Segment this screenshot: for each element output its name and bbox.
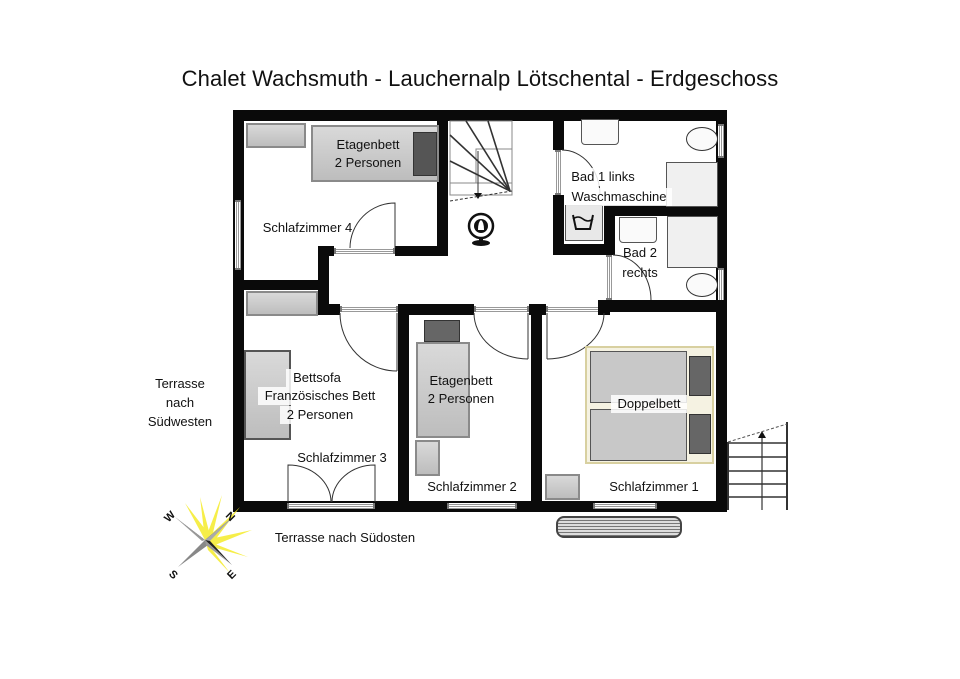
exterior-staircase [727,422,788,510]
bad2-toilet [686,273,718,297]
window-bad2-right [718,268,724,302]
sz2-pillow [424,320,460,342]
sz3-bed-line1: Bettsofa [286,369,348,387]
bad2-shower [667,216,718,268]
wall-bad-washer-bottom [553,244,615,255]
window-sz4-left [235,200,241,270]
wall-corridor-left [318,246,329,306]
wall-bad-mid [604,205,727,216]
terrace-se-label: Terrasse nach Südosten [274,530,416,545]
sz1-bed-label: Doppelbett [611,395,687,413]
plan-title: Chalet Wachsmuth - Lauchernalp Lötschent… [181,66,779,91]
terrace-sw-line1: Terrasse [155,376,205,391]
door-swing-sz4 [349,202,396,249]
window-sz2-bottom [447,503,517,509]
sz4-bed-label: Etagenbett [336,137,400,152]
door-swing-sz3-terrace [287,464,376,503]
door-sz3-threshold [340,306,398,312]
sz4-cabinet [246,123,306,148]
sz3-cabinet [246,291,318,316]
door-bad2 [606,255,612,300]
terrace-sw-line2: nach [165,395,195,410]
sz3-bed-capacity: 2 Personen [280,406,360,424]
sz1-mattress-top [590,351,687,403]
wall-sz4-bottom-b [395,246,448,256]
sz2-bed-capacity: 2 Personen [427,391,495,406]
wall-sz2-top [398,304,474,315]
wall-sz3-top-a [318,304,340,315]
bad1-label: Bad 1 links [566,168,640,186]
sz1-pillow-bottom [689,414,711,454]
sz2-nightstand [415,440,440,476]
wall-top [233,110,727,121]
washing-icon [572,214,594,230]
window-bad1-right [718,124,724,158]
sz2-bed-label: Etagenbett [429,373,493,388]
doormat [556,516,682,538]
compass-rose-icon [175,495,252,573]
wall-sz4-sz3 [233,280,329,290]
wall-sz2-sz1 [531,304,542,512]
sz1-room-name: Schlafzimmer 1 [609,479,699,494]
sz4-bunk-pillow [413,132,437,176]
wall-bad2-bottom [604,300,727,312]
door-sz2-threshold [474,306,529,312]
sz1-pillow-top [689,356,711,396]
door-swing-sz3 [339,312,398,372]
wall-bad1-left [553,110,564,150]
wall-sz4-right [437,110,448,256]
wall-sz1-top-b [598,300,610,315]
bad2-label: Bad 2 [623,245,657,260]
washing-machine [565,205,603,241]
bad2-sink [619,217,657,243]
window-sz3-bottom [287,503,375,509]
sz4-bed-capacity: 2 Personen [334,155,402,170]
wall-left [233,110,244,512]
sz3-room-name: Schlafzimmer 3 [297,450,387,465]
door-sz4-threshold [334,248,395,254]
sz4-room-name: Schlafzimmer 4 [262,220,353,235]
bad1-washer-label: Waschmaschine [566,188,672,206]
bad1-toilet [686,127,718,151]
sz1-mattress-bottom [590,409,687,461]
sz1-nightstand [545,474,580,500]
bad2-sublabel: rechts [622,265,658,280]
bad1-sink [581,119,619,145]
interior-staircase [449,120,513,202]
wall-sz3-sz2 [398,304,409,512]
fireplace-icon [467,212,495,246]
sz3-bed-line2: Französisches Bett [258,387,382,405]
door-swing-sz1 [546,312,605,360]
terrace-sw-line3: Südwesten [147,414,213,429]
window-sz1-bottom [593,503,657,509]
bad1-shower [666,162,718,207]
sz2-bunk-bed [416,342,470,438]
wall-bad1-left-lower [553,195,564,255]
door-swing-bad2 [612,254,652,301]
door-swing-sz2 [473,312,529,360]
wall-bad2-left [604,205,615,255]
door-bad1 [555,150,561,195]
door-swing-bad1 [561,149,601,196]
sz2-room-name: Schlafzimmer 2 [427,479,517,494]
door-sz1-threshold [546,306,604,312]
